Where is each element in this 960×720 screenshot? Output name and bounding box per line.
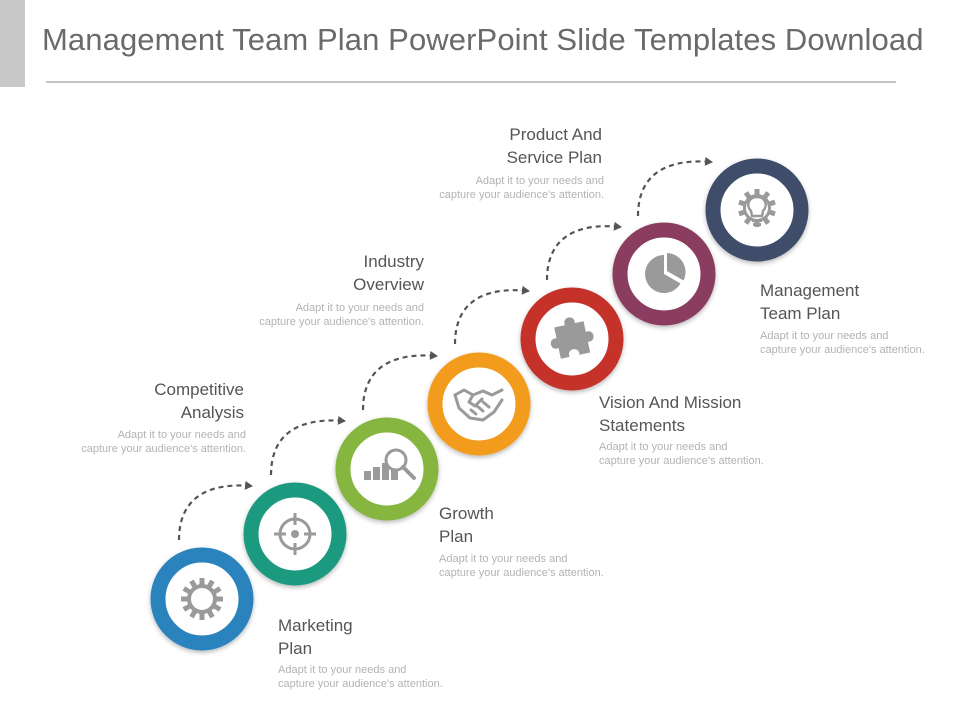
step-2-label-line-1: Competitive xyxy=(154,380,244,399)
step-2-label: Competitive Analysis xyxy=(60,378,244,424)
step-1-description-line-2: capture your audience's attention. xyxy=(278,678,443,690)
step-3-label: Growth Plan xyxy=(439,502,494,548)
step-1-label-line-1: Marketing xyxy=(278,616,353,635)
gear-tooth xyxy=(199,578,205,586)
step-4-description-line-1: Adapt it to your needs and xyxy=(295,302,424,314)
puzzle-icon xyxy=(550,317,594,359)
lightbulb-gear-icon xyxy=(738,189,776,227)
step-1-label-line-2: Plan xyxy=(278,639,313,658)
pie-chart-icon xyxy=(645,253,686,293)
corner-accent-bar xyxy=(0,0,25,87)
gear-tooth xyxy=(199,612,205,620)
connector-arrow-6 xyxy=(636,156,713,217)
step-4-description-line-2: capture your audience's attention. xyxy=(259,316,424,328)
step-4-label: Industry Overview xyxy=(240,250,424,296)
connector-arrow-2 xyxy=(269,415,346,476)
step-7-label-line-1: Management xyxy=(760,281,860,300)
step-6-label-line-2: Service Plan xyxy=(506,148,602,167)
step-7-description: Adapt it to your needs and capture your … xyxy=(760,329,956,357)
step-1-label: Marketing Plan xyxy=(278,614,353,660)
connector-arrow-1 xyxy=(177,480,253,541)
step-4-description: Adapt it to your needs and capture your … xyxy=(218,301,424,329)
step-6-description-line-1: Adapt it to your needs and xyxy=(475,175,604,187)
gear-tooth xyxy=(181,596,189,602)
gear-icon xyxy=(181,578,223,620)
connector-arrow-5 xyxy=(545,221,622,281)
step-7-label-line-2: Team Plan xyxy=(760,304,841,323)
step-2-description-line-1: Adapt it to your needs and xyxy=(117,429,246,441)
step-2-description: Adapt it to your needs and capture your … xyxy=(40,428,246,456)
step-3-description-line-1: Adapt it to your needs and xyxy=(439,553,568,565)
step-1-description-line-1: Adapt it to your needs and xyxy=(278,664,407,676)
page-title: Management Team Plan PowerPoint Slide Te… xyxy=(42,22,924,57)
step-4-label-line-1: Industry xyxy=(363,252,424,271)
step-7-label: Management Team Plan xyxy=(760,279,859,325)
target-icon xyxy=(274,513,316,555)
step-1-description: Adapt it to your needs and capture your … xyxy=(278,663,443,691)
gear-tooth xyxy=(754,189,760,196)
step-2-label-line-2: Analysis xyxy=(180,403,244,422)
step-7-description-line-2: capture your audience's attention. xyxy=(760,344,925,356)
step-3-description-line-2: capture your audience's attention. xyxy=(439,567,604,579)
step-6-label-line-1: Product And xyxy=(509,125,602,144)
step-4-label-line-2: Overview xyxy=(353,275,424,294)
growth-search-icon xyxy=(364,448,416,480)
connector-arrow-4 xyxy=(453,285,530,345)
connector-arrows xyxy=(177,156,713,541)
step-5-description-line-2: capture your audience's attention. xyxy=(599,455,764,467)
step-7-description-line-1: Adapt it to your needs and xyxy=(760,330,889,342)
step-5-description: Adapt it to your needs and capture your … xyxy=(599,440,764,468)
step-5-label: Vision And Mission Statements xyxy=(599,391,741,437)
step-2-description-line-2: capture your audience's attention. xyxy=(81,443,246,455)
step-5-description-line-1: Adapt it to your needs and xyxy=(599,441,728,453)
step-6-description: Adapt it to your needs and capture your … xyxy=(396,174,604,202)
step-3-label-line-2: Plan xyxy=(439,527,474,546)
step-3-label-line-1: Growth xyxy=(439,504,494,523)
step-5-label-line-1: Vision And Mission xyxy=(599,393,742,412)
step-3-description: Adapt it to your needs and capture your … xyxy=(439,552,604,580)
step-5-label-line-2: Statements xyxy=(599,416,685,435)
step-6-label: Product And Service Plan xyxy=(402,123,602,169)
handshake-icon xyxy=(453,388,504,422)
step-6-description-line-2: capture your audience's attention. xyxy=(439,189,604,201)
title-divider xyxy=(46,81,896,83)
gear-tooth xyxy=(215,596,223,602)
connector-arrow-3 xyxy=(361,350,438,411)
